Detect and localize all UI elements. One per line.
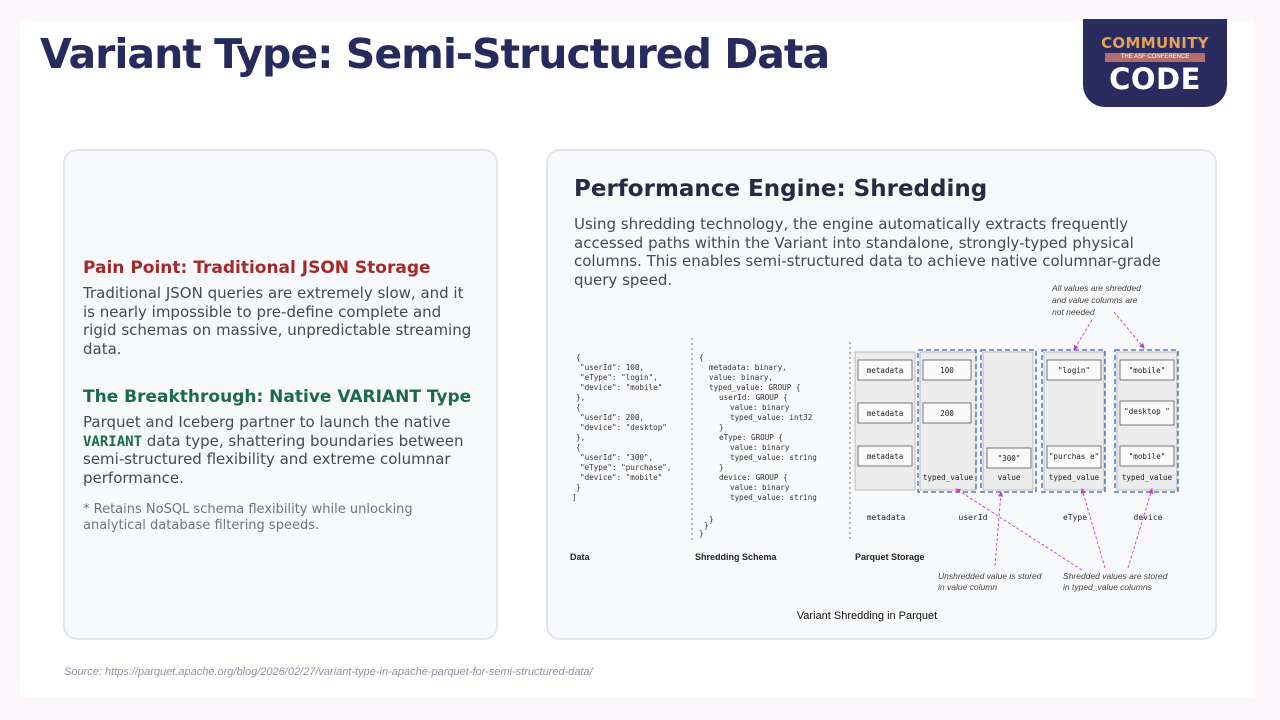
typed-value-header: typed_value — [1049, 473, 1100, 482]
data-line: { — [576, 353, 581, 362]
data-line: { — [576, 443, 581, 452]
schema-line: eType: GROUP { — [719, 433, 783, 442]
schema-line: value: binary — [730, 403, 790, 412]
etype-typed-cell: "purchas e" — [1049, 452, 1099, 461]
column-label-device: device — [1134, 513, 1163, 522]
column-label-userid: userId — [959, 513, 988, 522]
schema-line: typed_value: GROUP { — [709, 383, 800, 392]
annotation-top: and value columns are — [1052, 295, 1138, 305]
page-title: Variant Type: Semi-Structured Data — [40, 30, 830, 78]
logo-line2: THE ASF CONFERENCE — [1105, 53, 1205, 62]
annotation-shredded: Shredded values are stored — [1063, 571, 1168, 581]
section-label-data: Data — [570, 552, 591, 562]
variant-code: VARIANT — [83, 433, 143, 450]
data-line: { — [576, 403, 581, 412]
annotation-top: not needed — [1052, 307, 1095, 317]
schema-line: } — [704, 521, 709, 530]
annotation-unshredded: Unshredded value is stored — [938, 571, 1042, 581]
schema-line: userId: GROUP { — [719, 393, 788, 402]
schema-line: } — [709, 515, 714, 524]
section-label-schema: Shredding Schema — [695, 552, 778, 562]
section-label-storage: Parquet Storage — [855, 552, 925, 562]
data-line: "device": "desktop" — [580, 423, 667, 432]
column-label-etype: eType — [1063, 513, 1087, 522]
data-line: "eType": "purchase", — [580, 463, 671, 472]
data-line: ] — [572, 493, 577, 502]
schema-line: value: binary, — [709, 373, 773, 382]
footnote: * Retains NoSQL schema flexibility while… — [83, 502, 413, 533]
left-card: Pain Point: Traditional JSON Storage Tra… — [63, 149, 498, 640]
device-typed-cell: "desktop " — [1124, 407, 1170, 416]
annotation-top: All values are shredded — [1051, 283, 1141, 293]
breakthrough-pre: Parquet and Iceberg partner to launch th… — [83, 413, 451, 431]
metadata-cell: metadata — [867, 409, 904, 418]
schema-line: } — [719, 423, 724, 432]
schema-line: value: binary — [730, 443, 790, 452]
userid-typed-cell: 200 — [940, 409, 954, 418]
data-line: "userId": 100, — [580, 363, 644, 372]
breakthrough-heading: The Breakthrough: Native VARIANT Type — [83, 387, 472, 407]
schema-line: typed_value: string — [730, 453, 817, 462]
shredding-diagram: { "userId": 100, "eType": "login", "devi… — [570, 283, 1179, 622]
typed-value-header: typed_value — [923, 473, 974, 482]
source-citation: Source: https://parquet.apache.org/blog/… — [64, 666, 593, 678]
etype-typed-cell: "login" — [1058, 366, 1090, 375]
community-code-logo: COMMUNITY THE ASF CONFERENCE CODE — [1083, 19, 1227, 107]
device-typed-cell: "mobile" — [1129, 366, 1166, 375]
schema-line: } — [699, 529, 704, 538]
data-line: }, — [576, 433, 585, 442]
userid-typed-cell: 100 — [940, 366, 954, 375]
pain-point-heading: Pain Point: Traditional JSON Storage — [83, 258, 431, 278]
pain-point-text: Traditional JSON queries are extremely s… — [83, 284, 472, 358]
typed-value-header: typed_value — [1122, 473, 1173, 482]
userid-value-cell: "300" — [998, 454, 1021, 463]
schema-line: typed_value: string — [730, 493, 817, 502]
breakthrough-text: Parquet and Iceberg partner to launch th… — [83, 413, 478, 487]
annotation-unshredded: in value column — [938, 582, 997, 592]
schema-line: } — [719, 463, 724, 472]
data-line: "device": "mobile" — [580, 473, 662, 482]
annotation-shredded: in typed_value columns — [1063, 582, 1153, 592]
right-card: Performance Engine: Shredding Using shre… — [546, 149, 1217, 640]
data-line: "eType": "login", — [580, 373, 658, 382]
data-line: "userId": "300", — [580, 453, 653, 462]
diagram-caption: Variant Shredding in Parquet — [797, 610, 937, 622]
data-line: "userId": 200, — [580, 413, 644, 422]
breakthrough-post: data type, shattering boundaries between… — [83, 431, 464, 487]
device-typed-cell: "mobile" — [1129, 452, 1166, 461]
data-line: }, — [576, 393, 585, 402]
metadata-cell: metadata — [867, 452, 904, 461]
schema-line: device: GROUP { — [719, 473, 788, 482]
data-line: } — [576, 483, 581, 492]
schema-line: typed_value: int32 — [730, 413, 812, 422]
metadata-cell: metadata — [867, 366, 904, 375]
shredding-description: Using shredding technology, the engine a… — [574, 215, 1161, 289]
logo-line3: CODE — [1109, 62, 1201, 96]
value-header: value — [998, 473, 1021, 482]
logo-line1: COMMUNITY — [1101, 34, 1209, 52]
schema-line: value: binary — [730, 483, 790, 492]
data-line: "device": "mobile" — [580, 383, 662, 392]
schema-line: { — [699, 353, 704, 362]
shredding-heading: Performance Engine: Shredding — [574, 176, 988, 202]
schema-line: metadata: binary, — [709, 363, 787, 372]
column-label-metadata: metadata — [867, 513, 906, 522]
